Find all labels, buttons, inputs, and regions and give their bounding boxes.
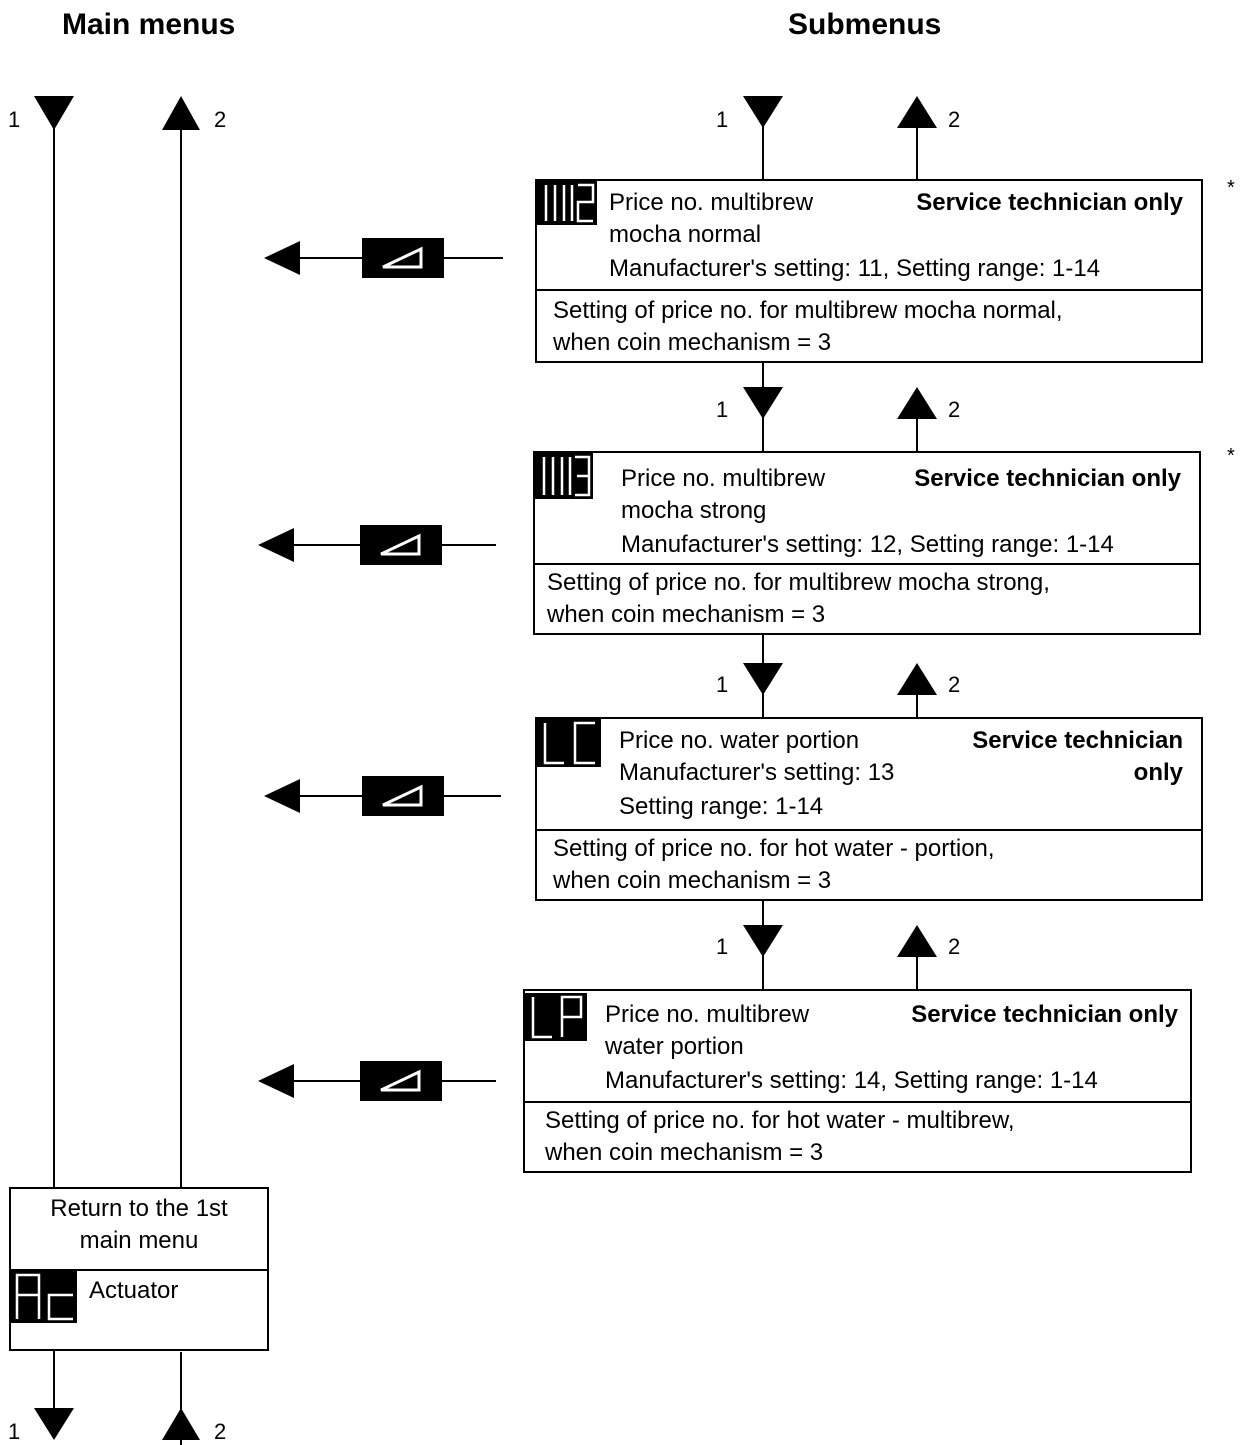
access-note: Service technician only	[914, 465, 1181, 492]
seven-segment-display	[542, 455, 591, 497]
sub-down-arrow-3	[743, 663, 783, 695]
submenu-description-line1: Setting of price no. for multibrew mocha…	[553, 297, 1063, 324]
main-down-arrow-top	[34, 96, 74, 130]
seven-segment-display	[15, 1273, 73, 1321]
submenu-name-line2: water portion	[605, 1033, 744, 1060]
label-2-sub-3: 2	[948, 672, 961, 697]
label-1-sub-3: 1	[716, 672, 729, 697]
submenu-description-line1: Setting of price no. for hot water - mul…	[545, 1107, 1015, 1134]
submenu-setting: Manufacturer's setting: 12, Setting rang…	[621, 531, 1114, 558]
submenu-name-line1: Price no. multibrew	[621, 465, 826, 492]
sub-up-arrow-2	[897, 387, 937, 419]
label-2-sub-1: 2	[948, 107, 961, 132]
footnote-mark-2: *	[1227, 445, 1235, 467]
submenu-box-112[interactable]: Price no. multibrew mocha normal Manufac…	[535, 179, 1203, 363]
main-menu-box-actuator[interactable]: Return to the 1st main menu Actuator	[9, 1187, 269, 1351]
main-up-arrow-top	[162, 96, 200, 130]
display-code-lc	[537, 719, 601, 767]
submenu-description-line2: when coin mechanism = 3	[553, 867, 832, 894]
sub-up-arrow-4	[897, 925, 937, 957]
submenu-description-line2: when coin mechanism = 3	[547, 601, 826, 628]
access-note-line1: Service technician	[972, 727, 1183, 754]
submenu-description-line1: Setting of price no. for hot water - por…	[553, 835, 995, 862]
submenu-setting: Manufacturer's setting: 14, Setting rang…	[605, 1067, 1098, 1094]
set-key-button-2[interactable]	[360, 525, 442, 565]
submenu-setting: Setting range: 1-14	[619, 793, 824, 820]
seven-segment-display	[544, 183, 595, 223]
label-1-main-top: 1	[8, 107, 21, 132]
footnote-mark-1: *	[1227, 177, 1235, 199]
label-1-sub-1: 1	[716, 107, 729, 132]
label-2-sub-4: 2	[948, 934, 961, 959]
sub-down-arrow-1	[743, 96, 783, 128]
submenu-name-line2: Manufacturer's setting: 13	[619, 759, 895, 786]
submenu-setting: Manufacturer's setting: 11, Setting rang…	[609, 255, 1101, 282]
submenu-box-113[interactable]: Price no. multibrew mocha strong Manufac…	[533, 451, 1201, 635]
submenu-description-line2: when coin mechanism = 3	[545, 1139, 824, 1166]
set-key-button-3[interactable]	[362, 776, 444, 816]
sub-up-arrow-3	[897, 663, 937, 695]
display-code-112	[537, 181, 597, 225]
submenu-name-line1: Price no. multibrew	[605, 1001, 810, 1028]
display-code-113	[535, 453, 593, 499]
sub-down-arrow-4	[743, 925, 783, 957]
label-2-main-top: 2	[214, 107, 227, 132]
label-1-main-bottom: 1	[8, 1419, 21, 1444]
left-arrow-3	[264, 779, 300, 813]
submenu-name-line1: Price no. multibrew	[609, 189, 814, 216]
access-note: Service technician only	[972, 725, 1183, 789]
actuator-label: Actuator	[89, 1277, 179, 1304]
set-key-button-1[interactable]	[362, 238, 444, 278]
access-note-line2: only	[1133, 759, 1183, 786]
display-code-lp	[525, 993, 587, 1041]
submenus-heading: Submenus	[788, 8, 942, 41]
wedge-icon	[382, 784, 423, 807]
display-code-ac	[11, 1271, 77, 1323]
main-menus-heading: Main menus	[62, 8, 236, 41]
access-note: Service technician only	[916, 189, 1183, 216]
left-arrow-2	[258, 528, 294, 562]
return-label-line1: Return to the 1st	[50, 1195, 228, 1222]
left-arrow-1	[264, 241, 300, 275]
access-note: Service technician only	[911, 1001, 1178, 1028]
left-arrow-4	[258, 1064, 294, 1098]
wedge-icon	[380, 1069, 421, 1092]
submenu-description-line2: when coin mechanism = 3	[553, 329, 832, 356]
label-2-main-bottom: 2	[214, 1419, 227, 1444]
return-label-line2: main menu	[79, 1227, 199, 1254]
main-down-arrow-bottom	[34, 1408, 74, 1440]
submenu-description-line1: Setting of price no. for multibrew mocha…	[547, 569, 1050, 596]
wedge-icon	[380, 533, 421, 556]
label-1-sub-4: 1	[716, 934, 729, 959]
set-key-button-4[interactable]	[360, 1061, 442, 1101]
main-up-arrow-bottom	[162, 1408, 200, 1440]
label-1-sub-2: 1	[716, 397, 729, 422]
submenu-box-lp[interactable]: Price no. multibrew water portion Manufa…	[523, 989, 1192, 1173]
seven-segment-display	[531, 995, 583, 1039]
submenu-name-line2: mocha normal	[609, 221, 762, 248]
sub-up-arrow-1	[897, 96, 937, 128]
submenu-name-line2: mocha strong	[621, 497, 767, 524]
submenu-name-line1: Price no. water portion	[619, 727, 860, 754]
wedge-icon	[382, 246, 423, 269]
submenu-box-lc[interactable]: Price no. water portion Manufacturer's s…	[535, 717, 1203, 901]
return-label: Return to the 1st main menu	[11, 1189, 267, 1269]
label-2-sub-2: 2	[948, 397, 961, 422]
sub-down-arrow-2	[743, 387, 783, 419]
seven-segment-display	[543, 721, 595, 765]
